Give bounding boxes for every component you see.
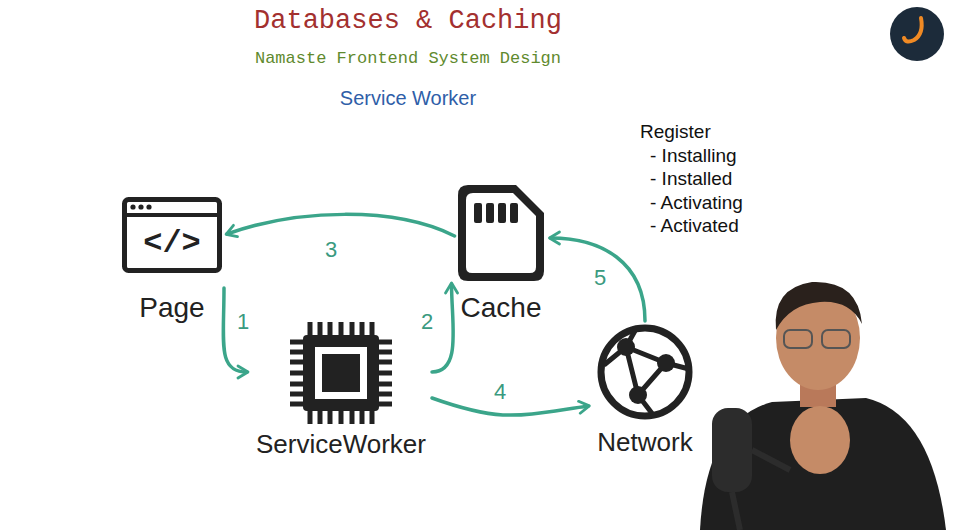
page-node: </> Page <box>122 197 222 324</box>
title: Databases & Caching <box>254 6 562 37</box>
node-icon: </> <box>122 197 222 273</box>
subtitle: Namaste Frontend System Design <box>255 49 561 69</box>
node-label: ServiceWorker <box>256 430 426 460</box>
node-icon <box>596 323 694 421</box>
icon-graphic <box>596 323 694 421</box>
flow-arrow <box>432 284 453 372</box>
network-node: Network <box>593 323 696 458</box>
list-item: - Activating <box>650 192 743 214</box>
icon-graphic <box>286 318 396 428</box>
list-item: - Installed <box>650 168 732 190</box>
list-item: - Installing <box>650 145 737 167</box>
node-icon <box>458 185 544 281</box>
flow-arrow <box>550 238 645 321</box>
node-icon <box>286 318 396 428</box>
section-heading: Service Worker <box>340 87 476 110</box>
node-label: Network <box>597 428 692 458</box>
callout-number: 5 <box>592 265 608 290</box>
logo-mark <box>904 18 922 42</box>
code-symbol: </> <box>143 228 201 260</box>
list-item: - Activated <box>650 215 739 237</box>
icon-graphic <box>458 185 544 281</box>
flow-arrow <box>432 398 588 415</box>
callout-number: 4 <box>492 379 508 404</box>
presenter <box>700 282 946 530</box>
callout-number: 2 <box>419 309 435 334</box>
cache-node: Cache <box>457 185 546 324</box>
callout-number: 3 <box>323 237 339 262</box>
flow-arrow <box>227 214 455 236</box>
node-label: Cache <box>461 292 542 324</box>
list-heading: Register <box>640 121 711 143</box>
node-label: Page <box>139 292 204 324</box>
service-worker-node: ServiceWorker <box>252 318 430 460</box>
logo <box>890 7 944 61</box>
callout-number: 1 <box>235 309 251 334</box>
